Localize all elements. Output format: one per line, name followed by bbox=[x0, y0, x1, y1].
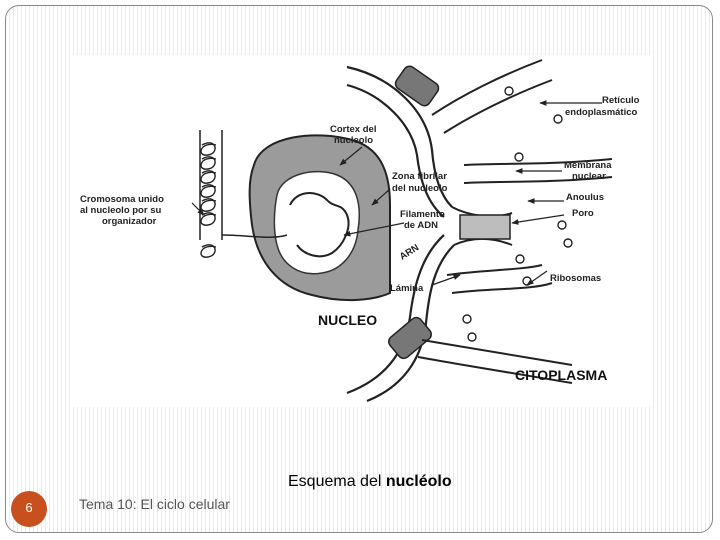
label-nucleo: NUCLEO bbox=[318, 312, 377, 328]
label-reticulo: Retículo bbox=[602, 95, 640, 106]
label-anoulus: Anoulus bbox=[566, 192, 604, 203]
label-zona-1: Zona fibrilar bbox=[392, 171, 447, 182]
caption-prefix: Esquema del bbox=[288, 473, 386, 490]
nucleolus-fibrillar-zone bbox=[274, 172, 359, 274]
label-cortex-2: nucleolo bbox=[334, 135, 373, 146]
page-number-badge: 6 bbox=[11, 491, 47, 527]
ribosomes bbox=[463, 87, 572, 341]
nucleolus-diagram: Retículo endoplasmático Cortex del nucle… bbox=[72, 55, 650, 407]
label-poro: Poro bbox=[572, 208, 594, 219]
label-ribosomas: Ribosomas bbox=[550, 273, 601, 284]
label-citoplasma: CITOPLASMA bbox=[515, 367, 607, 383]
label-filamento-1: Filamento bbox=[400, 209, 445, 220]
label-lamina: Lámina bbox=[390, 283, 424, 294]
label-membrana-1: Membrana bbox=[564, 160, 612, 171]
footer-title: Tema 10: El ciclo celular bbox=[79, 496, 230, 512]
page-number: 6 bbox=[11, 500, 47, 515]
label-cromosoma-3: organizador bbox=[102, 216, 157, 227]
label-membrana-2: nuclear bbox=[572, 171, 606, 182]
label-cromosoma-2: al nucleolo por su bbox=[80, 205, 161, 216]
diagram-caption: Esquema del nucléolo bbox=[288, 473, 452, 491]
label-endoplasmatico: endoplasmático bbox=[565, 107, 638, 118]
label-arn: ARN bbox=[398, 242, 421, 262]
label-zona-2: del nucleolo bbox=[392, 183, 448, 194]
label-cortex-1: Cortex del bbox=[330, 124, 376, 135]
caption-emphasis: nucléolo bbox=[386, 473, 452, 490]
label-cromosoma-1: Cromosoma unido bbox=[80, 194, 164, 205]
label-filamento-2: de ADN bbox=[404, 220, 438, 231]
nucleolus-diagram-svg: Retículo endoplasmático Cortex del nucle… bbox=[72, 55, 650, 407]
